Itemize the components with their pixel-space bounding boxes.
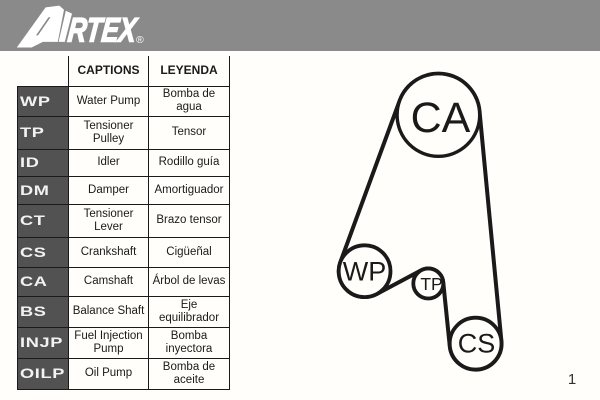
svg-text:®: ® [136,34,144,46]
svg-text:WP: WP [343,257,387,287]
svg-text:CS: CS [458,329,496,359]
svg-text:TP: TP [420,274,442,294]
svg-text:CA: CA [411,94,471,142]
svg-text:RTEX: RTEX [66,12,140,50]
